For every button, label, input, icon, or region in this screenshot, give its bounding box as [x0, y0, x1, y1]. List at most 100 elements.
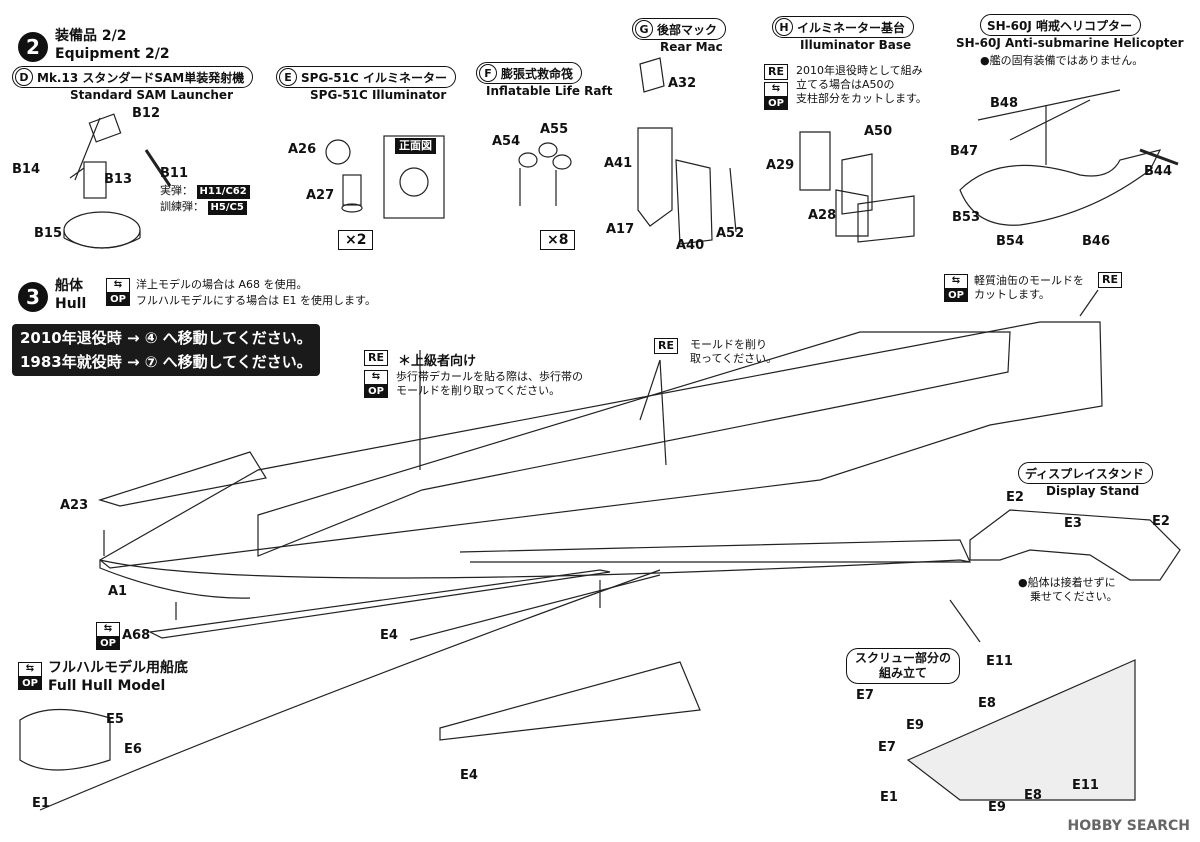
section-g-title-jp: 後部マック: [657, 22, 718, 37]
re-tag: RE: [364, 350, 388, 366]
op-icon: ⇆OP: [944, 274, 968, 302]
hull-deck-outline: [98, 321, 1103, 569]
section-g-title: G 後部マック: [632, 18, 727, 40]
part-label: A52: [716, 226, 745, 241]
part-label: E4: [380, 628, 398, 643]
section-f-letter: F: [479, 64, 497, 82]
re-tag: RE: [654, 338, 678, 354]
launcher-arm: [83, 161, 107, 199]
part-label: A54: [492, 134, 521, 149]
step-number-3: 3: [18, 282, 48, 312]
part-label: E4: [460, 768, 478, 783]
mold-note2: 取ってください。: [690, 352, 778, 365]
section-e-title-jp: SPG-51C イルミネーター: [301, 70, 447, 85]
part-label: E6: [124, 742, 142, 757]
advanced-note1: 歩行帯デカールを貼る際は、歩行帯の: [396, 370, 583, 383]
full-hull-title-jp: フルハルモデル用船底: [48, 660, 188, 676]
re-tag: RE: [764, 64, 788, 80]
op-icon: ⇆OP: [18, 662, 42, 690]
part-label: A23: [60, 498, 89, 513]
part-label: A26: [288, 142, 317, 157]
part-label: E9: [988, 800, 1006, 815]
part-label: A55: [540, 122, 569, 137]
step2-title-jp: 装備品 2/2: [55, 28, 127, 44]
part-label: B14: [12, 162, 40, 177]
section-e-title: E SPG-51C イルミネーター: [276, 66, 456, 88]
part-label: A29: [766, 158, 795, 173]
section-f-title-en: Inflatable Life Raft: [486, 84, 613, 98]
section-h-note-line3: 支柱部分をカットします。: [796, 92, 927, 105]
watermark: HOBBY SEARCH: [1067, 818, 1190, 834]
step3-title-jp: 船体: [55, 278, 83, 294]
move-instructions: 2010年退役時 → ④ へ移動してください。 1983年就役時 → ⑦ へ移動…: [12, 324, 320, 376]
part-label: B48: [990, 96, 1018, 111]
part-label: B15: [34, 226, 62, 241]
part-label: E7: [856, 688, 874, 703]
fuel-note1: 軽質油缶のモールドを: [974, 274, 1084, 287]
part-label: E11: [986, 654, 1013, 669]
part-label: A68: [122, 628, 151, 643]
part-label: B12: [132, 106, 160, 121]
step3-title-en: Hull: [55, 296, 87, 312]
op-icon: ⇆OP: [96, 622, 120, 650]
part-label: E7: [878, 740, 896, 755]
part-label: A40: [676, 238, 705, 253]
part-label: B47: [950, 144, 978, 159]
part-label: B46: [1082, 234, 1110, 249]
stand-note1: ●船体は接着せずに: [1018, 576, 1116, 589]
section-e-count: ×2: [338, 230, 374, 250]
live-round-label: 実弾：: [160, 184, 193, 197]
section-h-letter: H: [775, 18, 793, 36]
live-round-code: H11/C62: [196, 185, 250, 199]
part-label: B13: [104, 172, 132, 187]
move-note-2010: 2010年退役時 → ④ へ移動してください。: [20, 329, 312, 347]
part-label: B53: [952, 210, 980, 225]
move-note-1983: 1983年就役時 → ⑦ へ移動してください。: [20, 353, 312, 371]
training-round-note: 訓練弾： H5/C5: [160, 200, 247, 215]
screw-title-line1: スクリュー部分の: [855, 651, 952, 665]
part-label: A32: [668, 76, 697, 91]
front-view-label: 正面図: [395, 138, 436, 154]
screw-title: スクリュー部分の 組み立て: [846, 648, 961, 684]
re-tag: RE: [1098, 272, 1122, 288]
section-d-title: D Mk.13 スタンダードSAM単装発射機: [12, 66, 254, 88]
mold-note1: モールドを削り: [690, 338, 767, 351]
heli-note: ●艦の固有装備ではありません。: [980, 54, 1144, 67]
section-f-title: F 膨張式救命筏: [476, 62, 583, 84]
part-label: E3: [1064, 516, 1082, 531]
step2-title-en: Equipment 2/2: [55, 46, 170, 62]
section-h-note-line2: 立てる場合はA50の: [796, 78, 895, 91]
op-icon: ⇆OP: [764, 82, 788, 110]
stand-note2: 乗せてください。: [1030, 590, 1118, 603]
part-label: B44: [1144, 164, 1172, 179]
part-label: E11: [1072, 778, 1099, 793]
part-label: A1: [108, 584, 128, 599]
part-label: A28: [808, 208, 837, 223]
section-d-title-jp: Mk.13 スタンダードSAM単装発射機: [37, 70, 245, 85]
section-h-title-jp: イルミネーター基台: [797, 20, 906, 35]
display-stand-title-en: Display Stand: [1046, 484, 1140, 498]
advanced-note2: モールドを削り取ってください。: [396, 384, 561, 397]
section-h-title-en: Illuminator Base: [800, 38, 912, 52]
screw-title-line2: 組み立て: [879, 666, 928, 680]
part-label: A17: [606, 222, 635, 237]
heli-title-en: SH-60J Anti-submarine Helicopter: [956, 36, 1184, 50]
part-label: E5: [106, 712, 124, 727]
op-icon: ⇆OP: [106, 278, 130, 306]
section-f-title-jp: 膨張式救命筏: [501, 66, 574, 81]
section-d-letter: D: [15, 68, 33, 86]
part-label: E2: [1006, 490, 1024, 505]
section-h-note-line1: 2010年退役時として組み: [796, 64, 923, 77]
full-hull-title-en: Full Hull Model: [48, 678, 166, 694]
part-label: A27: [306, 188, 335, 203]
display-stand-title: ディスプレイスタンド: [1018, 462, 1153, 484]
fuel-note2: カットします。: [974, 288, 1050, 301]
section-e-title-en: SPG-51C Illuminator: [310, 88, 447, 102]
op-icon: ⇆OP: [364, 370, 388, 398]
advanced-title: ＊上級者向け: [398, 354, 477, 369]
heli-title-jp: SH-60J 哨戒ヘリコプター: [987, 18, 1133, 33]
live-round-note: 実弾： H11/C62: [160, 184, 250, 199]
step3-note2: フルハルモデルにする場合は E1 を使用します。: [136, 294, 376, 307]
part-label: E8: [978, 696, 996, 711]
